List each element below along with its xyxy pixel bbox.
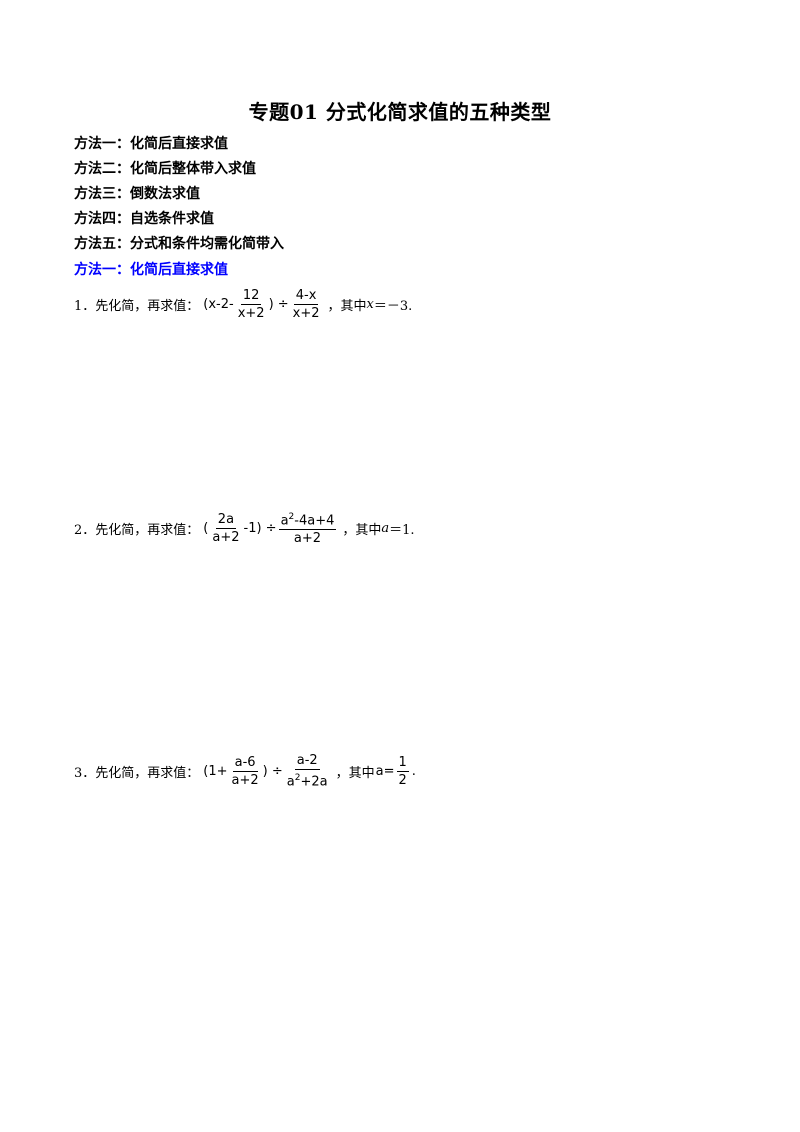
problem-3-condition: a= 1 2	[375, 754, 409, 788]
method-1: 方法一：化简后直接求值	[74, 136, 228, 152]
method-2: 方法二：化简后整体带入求值	[74, 161, 256, 177]
method-3: 方法三：倒数法求值	[74, 186, 200, 202]
fraction: 1 2	[396, 754, 409, 788]
fraction: a-2 a2+2a	[286, 753, 328, 790]
problem-2: 2．先化简，再求值： ( 2a a+2 -1) ÷ a2-4a+4 a+2 ，其…	[74, 511, 415, 547]
problem-1: 1．先化简，再求值： (x-2- 12 x+2 ) ÷ 4-x x+2 ，其中 …	[74, 288, 413, 321]
method-4: 方法四：自选条件求值	[74, 211, 214, 227]
page-title: 专题01 分式化简求值的五种类型	[248, 100, 552, 124]
fraction: 12 x+2	[237, 288, 265, 321]
fraction: 4-x x+2	[292, 288, 320, 321]
fraction: a2-4a+4 a+2	[278, 512, 337, 547]
problem-2-prefix: 2．先化简，再求值：	[74, 522, 200, 538]
problem-3-prefix: 3．先化简，再求值：	[74, 765, 200, 781]
problem-2-formula: ( 2a a+2 -1) ÷ a2-4a+4 a+2	[203, 511, 337, 547]
problem-1-formula: (x-2- 12 x+2 ) ÷ 4-x x+2	[203, 288, 320, 321]
problem-3-formula: (1+ a-6 a+2 ) ÷ a-2 a2+2a	[203, 753, 328, 790]
fraction: a-6 a+2	[231, 754, 259, 788]
section-heading: 方法一：化简后直接求值	[74, 262, 228, 278]
problem-1-prefix: 1．先化简，再求值：	[74, 299, 200, 314]
method-5: 方法五：分式和条件均需化简带入	[74, 236, 284, 252]
problem-3: 3．先化简，再求值： (1+ a-6 a+2 ) ÷ a-2 a2+2a ，其中…	[74, 753, 416, 790]
fraction: 2a a+2	[212, 511, 240, 545]
